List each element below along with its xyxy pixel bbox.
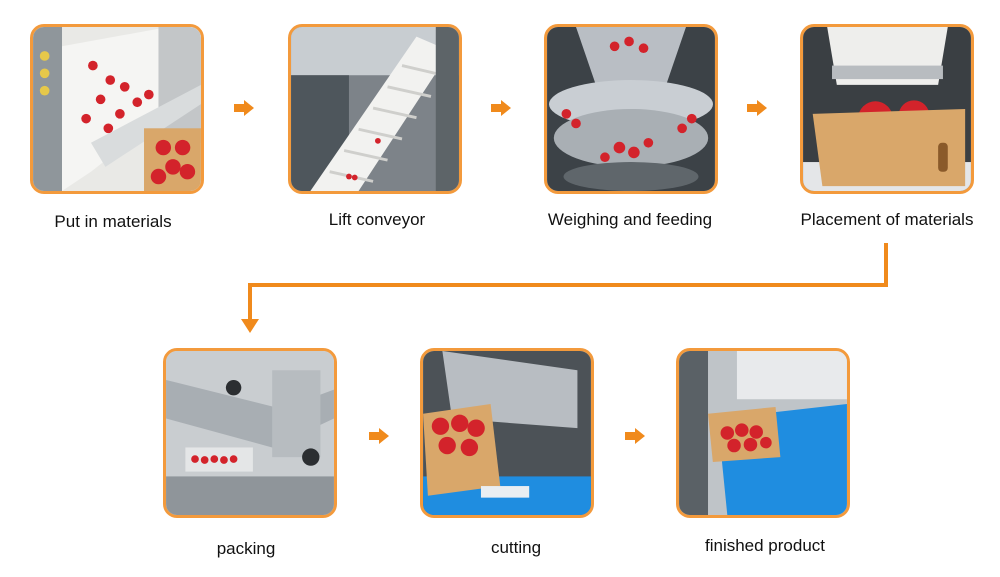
conveyor-photo-icon — [291, 27, 459, 191]
step-4-photo — [800, 24, 974, 194]
step-7-photo — [676, 348, 850, 518]
arrow-right-icon — [491, 100, 511, 116]
step-2-photo — [288, 24, 462, 194]
finished-product-photo-icon — [679, 351, 847, 515]
arrow-right-icon — [625, 428, 645, 444]
step-6-photo — [420, 348, 594, 518]
arrow-right-icon — [747, 100, 767, 116]
material-loading-photo-icon — [33, 27, 201, 191]
step-3-label: Weighing and feeding — [547, 210, 713, 229]
step-6-label: cutting — [490, 538, 542, 557]
tray-placement-photo-icon — [803, 27, 971, 191]
step-5-photo — [163, 348, 337, 518]
weigher-photo-icon — [547, 27, 715, 191]
step-7-label: finished product — [704, 536, 826, 555]
step-1-photo — [30, 24, 204, 194]
step-1-label: Put in materials — [54, 212, 172, 231]
step-2-label: Lift conveyor — [328, 210, 426, 229]
step-5-label: packing — [216, 539, 276, 558]
step-4-label: Placement of materials — [800, 210, 974, 229]
step-3-photo — [544, 24, 718, 194]
packing-machine-photo-icon — [166, 351, 334, 515]
arrow-right-icon — [369, 428, 389, 444]
cutting-machine-photo-icon — [423, 351, 591, 515]
arrow-right-icon — [234, 100, 254, 116]
